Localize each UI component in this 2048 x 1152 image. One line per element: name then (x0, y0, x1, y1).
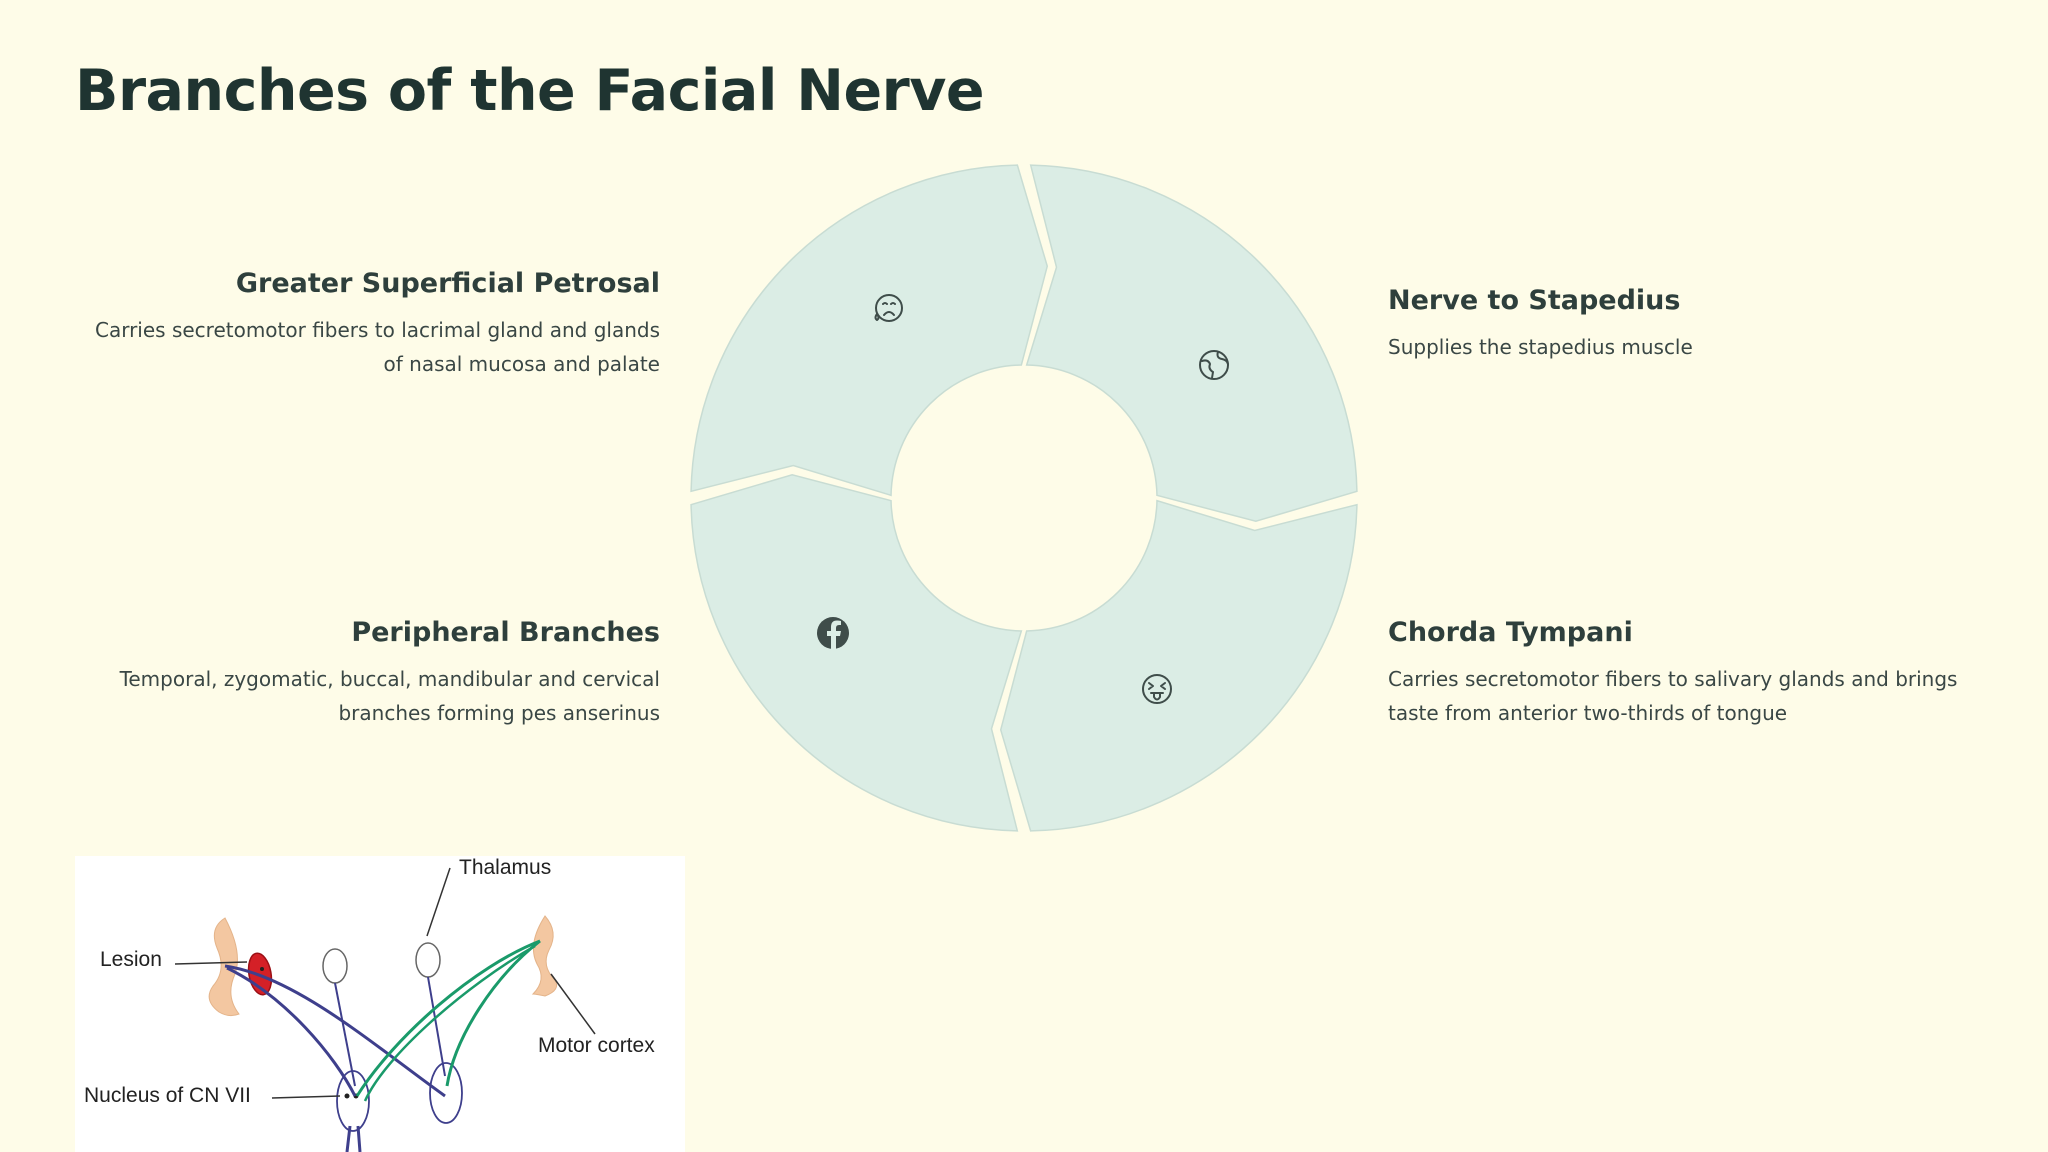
page-title: Branches of the Facial Nerve (75, 58, 985, 124)
facial-nerve-pathway-figure: Thalamus Lesion Motor cortex Nucleus of … (75, 856, 685, 1152)
right-cortex-shape (531, 915, 558, 997)
label-thalamus: Thalamus (459, 856, 552, 879)
thalamus-oval-left (322, 948, 348, 984)
branch-description: Carries secretomotor fibers to lacrimal … (94, 318, 660, 376)
branch-greater-superficial-petrosal: Greater Superficial Petrosal Carries sec… (70, 268, 660, 381)
branch-title: Nerve to Stapedius (1388, 285, 1681, 316)
label-motor-cortex: Motor cortex (538, 1034, 655, 1057)
branch-peripheral-branches: Peripheral Branches Temporal, zygomatic,… (70, 617, 660, 730)
segment-chorda-tympani (999, 499, 1358, 832)
branch-title: Peripheral Branches (351, 617, 660, 648)
segment-greater-superficial-petrosal (690, 164, 1049, 497)
crying-face-icon (874, 294, 903, 322)
label-lesion: Lesion (100, 948, 162, 971)
branch-description: Temporal, zygomatic, buccal, mandibular … (119, 667, 660, 725)
label-nucleus-cn-vii: Nucleus of CN VII (84, 1084, 251, 1107)
globe-icon (1199, 350, 1229, 380)
segment-peripheral-branches (690, 473, 1023, 832)
tongue-out-face-icon (1142, 674, 1172, 704)
cycle-segments (690, 164, 1358, 832)
branch-description: Carries secretomotor fibers to salivary … (1388, 667, 1958, 725)
branch-nerve-to-stapedius: Nerve to Stapedius Supplies the stapediu… (1388, 285, 1978, 364)
facebook-icon (817, 617, 849, 649)
branch-chorda-tympani: Chorda Tympani Carries secretomotor fibe… (1388, 617, 1978, 730)
branch-description: Supplies the stapedius muscle (1388, 335, 1693, 359)
segment-nerve-to-stapedius (1025, 164, 1358, 523)
thalamus-oval-right (415, 942, 441, 978)
branch-title: Greater Superficial Petrosal (235, 268, 660, 299)
branch-title: Chorda Tympani (1388, 617, 1633, 648)
nucleus-oval-right (429, 1062, 463, 1124)
left-cortex-shape (208, 917, 240, 1017)
